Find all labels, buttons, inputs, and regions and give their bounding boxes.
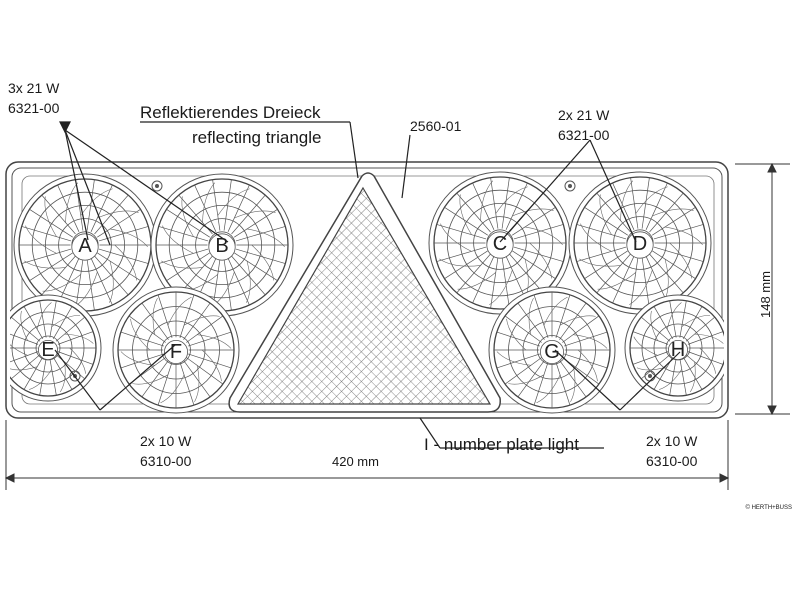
- bottom-right-wattage: 2x 10 W: [646, 433, 698, 449]
- height-dimension: 148 mm: [758, 271, 773, 318]
- lamp-f-letter: F: [170, 341, 182, 363]
- reflecting-triangle: [228, 172, 501, 413]
- lamp-f: F: [112, 286, 240, 414]
- lamp-g: G: [488, 286, 616, 414]
- lamp-e: E: [10, 294, 102, 402]
- width-dimension: 420 mm: [332, 454, 379, 469]
- lamp-b: B: [150, 173, 294, 317]
- triangle-label-german: Reflektierendes Dreieck: [140, 103, 321, 122]
- top-left-part-number: 6321-00: [8, 100, 60, 116]
- bottom-left-wattage: 2x 10 W: [140, 433, 192, 449]
- lamp-a-letter: A: [78, 235, 92, 257]
- watermark: © HERTH+BUSS: [746, 504, 793, 511]
- lamp-d: D: [568, 171, 712, 315]
- housing-part-number: 2560-01: [410, 118, 462, 134]
- bottom-right-part-number: 6310-00: [646, 453, 698, 469]
- lamp-g-letter: G: [544, 341, 560, 363]
- top-right-part-number: 6321-00: [558, 127, 610, 143]
- triangle-label-english: reflecting triangle: [192, 128, 321, 147]
- lamp-h-letter: H: [671, 339, 685, 361]
- bottom-left-part-number: 6310-00: [140, 453, 192, 469]
- leader-lines: [54, 121, 681, 449]
- top-right-wattage: 2x 21 W: [558, 107, 610, 123]
- callout-labels: 3x 21 W 6321-00 Reflektierendes Dreieck …: [8, 80, 792, 511]
- dimension-lines: [4, 162, 790, 490]
- top-left-wattage: 3x 21 W: [8, 80, 60, 96]
- lamp-e-letter: E: [41, 339, 54, 361]
- lamp-c: C: [428, 171, 572, 315]
- number-plate-light-label: I - number plate light: [424, 435, 579, 454]
- lamp-a: A: [13, 173, 157, 317]
- lamp-h: H: [624, 294, 724, 402]
- lamp-d-letter: D: [633, 233, 647, 255]
